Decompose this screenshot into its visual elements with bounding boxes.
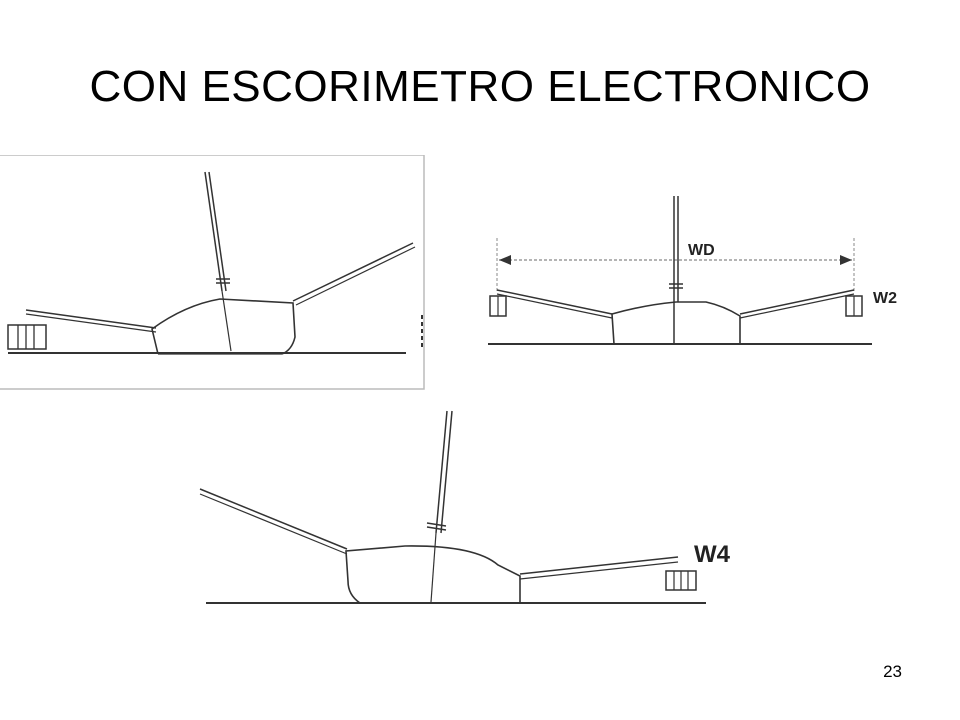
span-label: WD (688, 242, 715, 259)
hull (345, 545, 521, 604)
upright-boat-span-diagram: WD W2 (484, 190, 914, 360)
page-number: 23 (883, 662, 902, 681)
weight-block (7, 324, 47, 350)
figure-frame (0, 154, 425, 390)
mast (435, 410, 448, 534)
slide-title: CON ESCORIMETRO ELECTRONICO (89, 62, 871, 111)
weight-block-right (845, 295, 863, 317)
left-boom (199, 488, 348, 550)
weight-block (665, 570, 697, 591)
right-boom (519, 556, 679, 575)
weight-label-w4: W4 (694, 541, 730, 568)
heeled-boat-right-weight-diagram: W4 (190, 405, 731, 615)
mast (204, 171, 223, 292)
hull (151, 298, 296, 355)
heeled-boat-left-weight-diagram (0, 154, 426, 391)
mast-collar (426, 522, 447, 527)
right-boom (292, 242, 414, 302)
left-boom (25, 309, 157, 329)
weight-block-left (489, 295, 507, 317)
span-arrow-left (499, 255, 511, 265)
span-arrow-right (840, 255, 852, 265)
weight-label-w2: W2 (873, 290, 897, 307)
hull (611, 301, 741, 345)
left-boom (496, 289, 613, 315)
right-boom (739, 289, 855, 315)
